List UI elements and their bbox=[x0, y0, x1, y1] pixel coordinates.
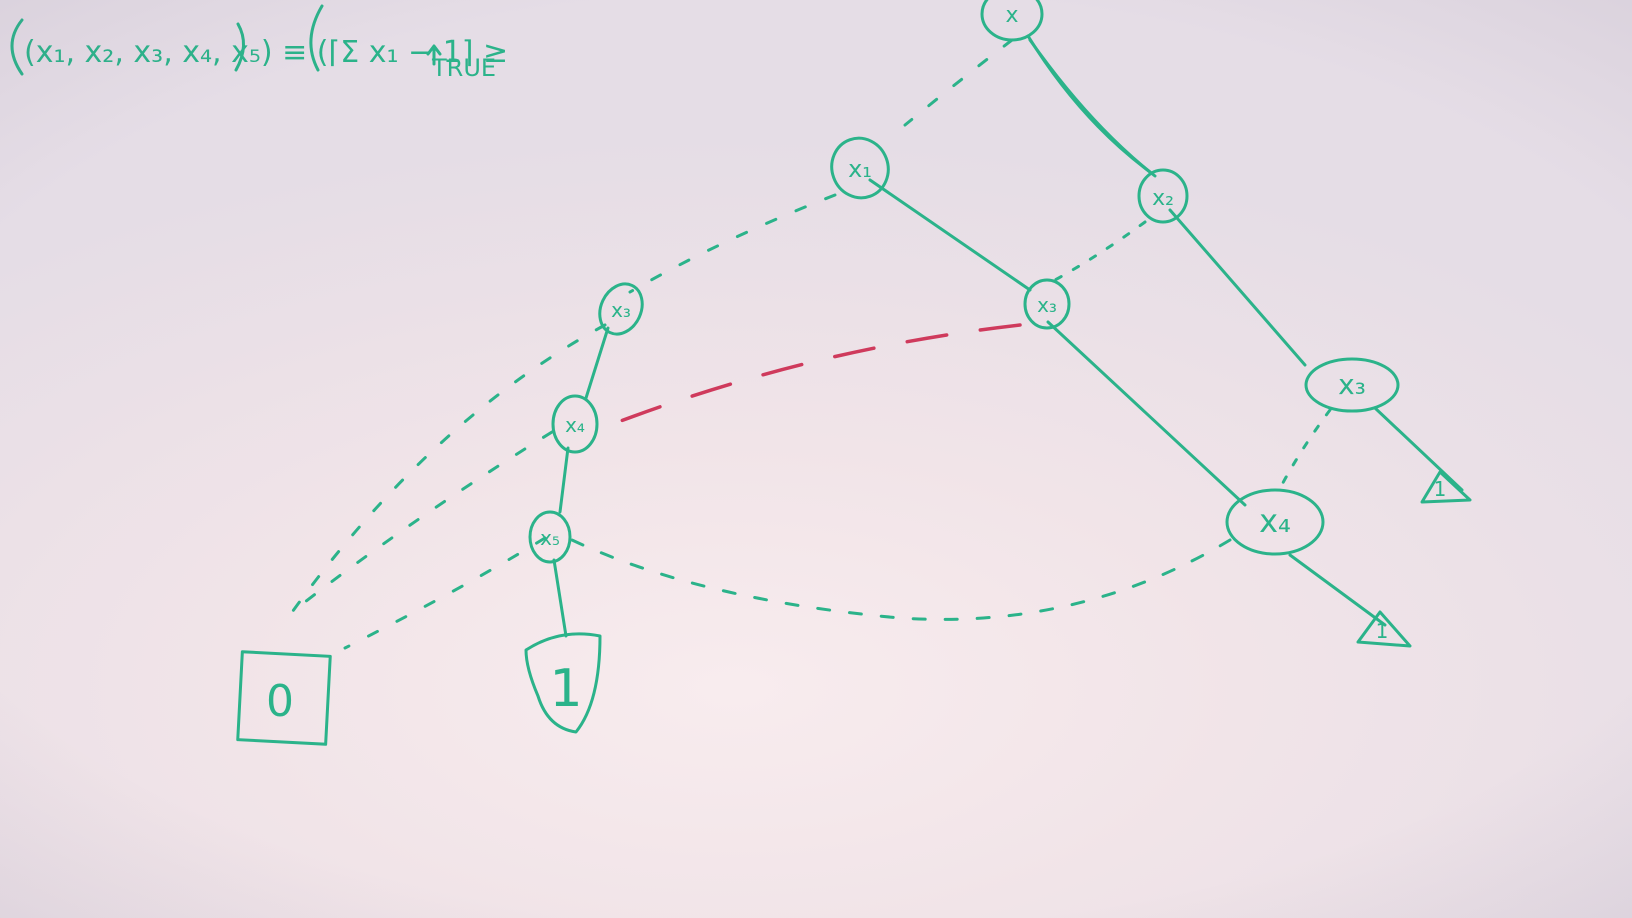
dash-top-x1 bbox=[903, 38, 1014, 127]
node-x3-left-ellipse bbox=[598, 282, 644, 336]
node-top-ellipse bbox=[980, 0, 1044, 42]
node-x1-ellipse bbox=[830, 136, 890, 200]
formula-paren-left bbox=[10, 18, 24, 76]
dash-x3left-zero bbox=[288, 323, 607, 617]
terminal-zero-box bbox=[236, 650, 332, 746]
edge-x3right-term bbox=[1373, 406, 1464, 492]
node-x3-left-label: x₃ bbox=[611, 298, 631, 322]
node-x1-label: x₁ bbox=[848, 155, 872, 183]
edge-x5-one bbox=[552, 558, 568, 638]
formula-paren-left-2 bbox=[309, 4, 324, 72]
node-x5-ellipse bbox=[528, 510, 572, 564]
dash-x5-zero bbox=[343, 536, 547, 650]
edge-top-x2 bbox=[1026, 34, 1152, 174]
formula-paren-right bbox=[234, 22, 245, 72]
node-x3-mid-label: x₃ bbox=[1037, 293, 1057, 317]
terminal-one-small-b-label: 1 bbox=[1376, 619, 1389, 643]
terminal-one-small-b-triangle bbox=[1356, 610, 1412, 648]
formula-text: (x₁, x₂, x₃, x₄, x₅) ≡ (⌈Σ x₁ − 1⌉ ≥ bbox=[24, 35, 508, 70]
terminal-one-small-a-label: 1 bbox=[1434, 477, 1447, 501]
red-dash-x3mid-x4left bbox=[590, 323, 1022, 434]
edge-x1-x3mid bbox=[868, 178, 1032, 292]
node-x4-left-ellipse bbox=[551, 394, 599, 454]
edge-x3mid-x4right bbox=[1046, 320, 1247, 507]
dash-x5-x4right bbox=[570, 538, 1232, 621]
node-x3-right-ellipse bbox=[1304, 357, 1400, 413]
node-top-label: x bbox=[1005, 3, 1018, 28]
edge-x4right-term bbox=[1288, 553, 1387, 627]
node-x3-right-label: x₃ bbox=[1338, 368, 1366, 401]
terminal-zero-label: 0 bbox=[266, 676, 294, 727]
terminal-one-label: 1 bbox=[549, 659, 582, 719]
arrow-up bbox=[426, 44, 442, 66]
node-x3-mid-ellipse bbox=[1023, 278, 1071, 330]
dash-x1-x3left bbox=[628, 193, 837, 294]
formula-annotation: TRUE bbox=[431, 54, 496, 82]
node-x4-right-label: x₄ bbox=[1259, 502, 1291, 540]
dash-x2-x3mid bbox=[1053, 220, 1147, 282]
edge-x4left-x5 bbox=[558, 446, 570, 514]
node-x4-right-ellipse bbox=[1225, 488, 1325, 556]
node-x2-ellipse bbox=[1137, 168, 1189, 224]
node-x4-left-label: x₄ bbox=[565, 413, 585, 437]
terminal-one-shape bbox=[524, 632, 602, 734]
node-x2-label: x₂ bbox=[1152, 186, 1174, 211]
edge-x2-x3right bbox=[1168, 208, 1307, 367]
node-x5-label: x₅ bbox=[540, 526, 560, 550]
edge-top-x2-b bbox=[1028, 38, 1157, 178]
dash-x4left-zero bbox=[290, 430, 554, 614]
terminal-one-small-a-triangle bbox=[1420, 470, 1472, 504]
dash-x3right-x4right bbox=[1276, 408, 1332, 494]
edge-x3left-x4left bbox=[584, 326, 610, 400]
